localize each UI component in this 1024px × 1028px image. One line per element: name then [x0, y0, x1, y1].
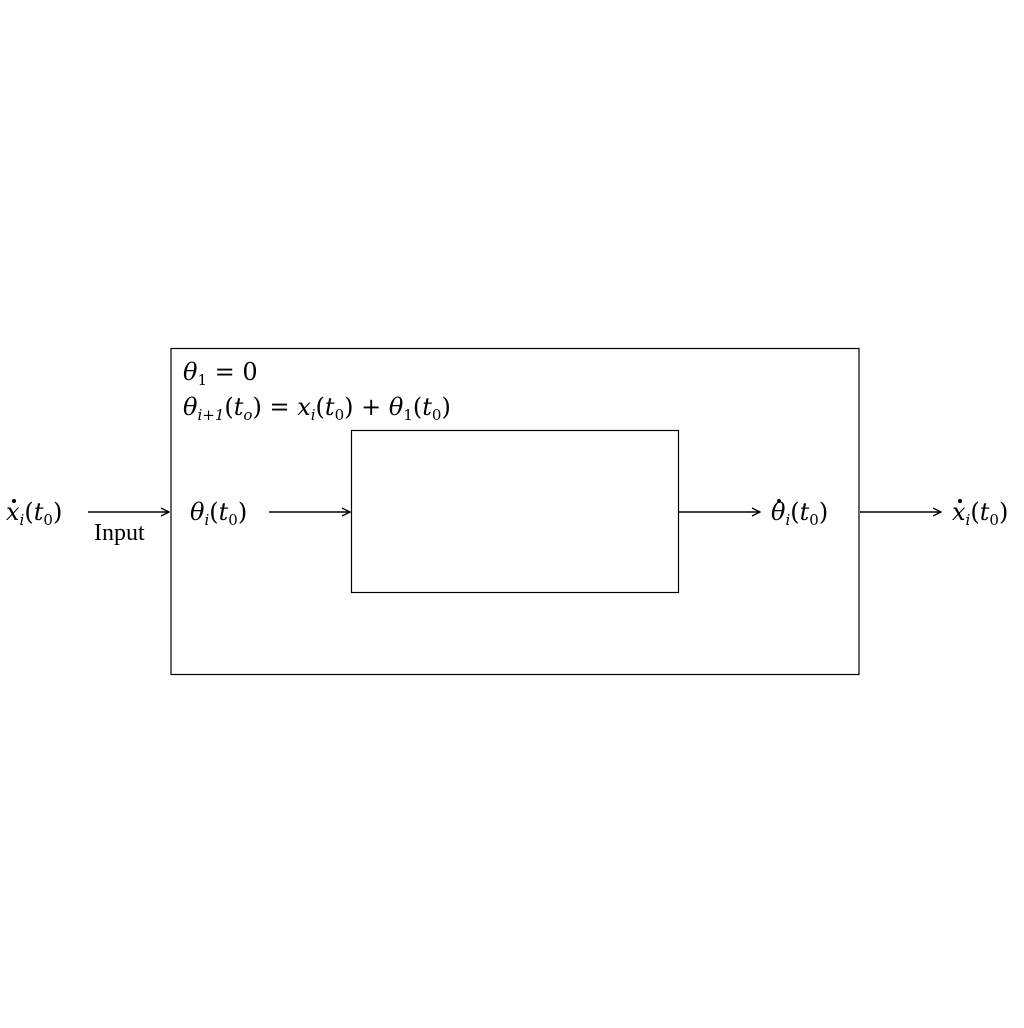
eq2-theta-sub: 1 — [403, 406, 413, 424]
eq1-rhs: = 0 — [207, 358, 258, 386]
input-signal-symbol: x — [6, 498, 20, 526]
theta-dot-arg-sub: 0 — [809, 511, 819, 529]
eq2-lhs-subscript: i+1 — [197, 406, 225, 424]
theta-input-label: θi(t0) — [190, 498, 248, 528]
eq1-subscript: 1 — [197, 371, 207, 389]
input-signal-paren-open: ( — [24, 498, 34, 526]
input-signal-arg-sub: 0 — [43, 511, 53, 529]
output-signal-label: xi(t0) — [952, 498, 1009, 528]
theta-dot-subscript: i — [785, 511, 791, 529]
output-signal-arg-sub: 0 — [989, 511, 999, 529]
eq2-x: x — [297, 393, 311, 421]
eq2-theta-arg-var: t — [422, 393, 432, 421]
eq2-lhs-symbol: θ — [183, 393, 198, 421]
eq2-x-paren-open: ( — [315, 393, 325, 421]
eq2-x-paren-close: ) — [344, 393, 354, 421]
output-signal-symbol: x — [952, 498, 966, 526]
eq2-theta-paren-open: ( — [412, 393, 423, 421]
output-signal-paren-open: ( — [970, 498, 980, 526]
theta-dot-output-label: θi(t0) — [771, 498, 829, 528]
theta-input-paren-open: ( — [209, 498, 219, 526]
eq2-lhs-paren-open: ( — [224, 393, 234, 421]
theta-input-arg-sub: 0 — [228, 511, 238, 529]
outer-box — [170, 347, 860, 676]
eq2-x-sub: i — [310, 406, 316, 424]
input-signal-subscript: i — [19, 511, 25, 529]
theta-dot-symbol: θ — [771, 498, 786, 526]
eq2-x-arg-var: t — [324, 393, 335, 421]
inner-box — [350, 429, 680, 594]
output-signal-subscript: i — [965, 511, 971, 529]
eq2-lhs-arg-var: t — [233, 393, 244, 421]
eq2-theta: θ — [388, 393, 404, 421]
input-signal-paren-close: ) — [52, 498, 63, 526]
eq2-theta-arg-sub: 0 — [431, 406, 442, 424]
eq2-plus: + — [353, 393, 389, 421]
theta-input-symbol: θ — [190, 498, 205, 526]
eq1-symbol: θ — [183, 358, 198, 386]
theta-dot-paren-open: ( — [790, 498, 800, 526]
output-signal-paren-close: ) — [998, 498, 1009, 526]
theta-dot-arg-var: t — [799, 498, 810, 526]
equation-theta-i-plus-1: θi+1(to) = xi(t0) + θ1(t0) — [183, 393, 451, 423]
theta-input-arg-var: t — [218, 498, 229, 526]
theta-input-paren-close: ) — [237, 498, 248, 526]
input-signal-arg-var: t — [33, 498, 44, 526]
eq2-lhs-paren-close: ) — [252, 393, 262, 421]
eq2-x-arg-sub: 0 — [334, 406, 345, 424]
theta-dot-paren-close: ) — [818, 498, 829, 526]
theta-input-subscript: i — [204, 511, 210, 529]
eq2-equals: = — [261, 393, 298, 421]
eq2-lhs-arg-sub: o — [243, 406, 253, 424]
equation-theta-1: θ1 = 0 — [183, 358, 258, 388]
output-signal-arg-var: t — [979, 498, 990, 526]
input-arrow-label: Input — [94, 520, 145, 546]
input-signal-label: xi(t0) — [6, 498, 63, 528]
eq2-theta-paren-close: ) — [441, 393, 451, 421]
